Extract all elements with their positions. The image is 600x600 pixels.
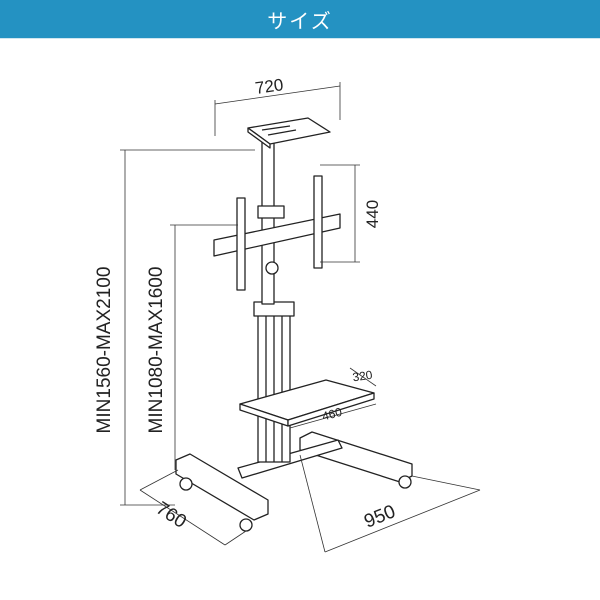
base-left-foot: [175, 453, 269, 521]
pole-upper: [261, 137, 275, 305]
shelf-edge: [287, 392, 375, 427]
wheel: [239, 518, 253, 532]
dimension-lines: [120, 82, 481, 553]
header-bar: サイズ: [0, 0, 600, 39]
top-plate-edge: [247, 127, 271, 149]
dimension-line: [139, 489, 226, 546]
dim-top-plate-width: 720: [254, 75, 285, 98]
dimension-line: [324, 489, 481, 553]
height-knob: [265, 261, 279, 275]
extension-line: [224, 530, 247, 546]
mount-arm-right: [313, 175, 323, 269]
dim-base-depth: 760: [152, 498, 190, 533]
dim-shelf-depth: 320: [352, 368, 374, 385]
base-right-foot: [299, 431, 413, 483]
dimension-line: [349, 367, 377, 387]
wheel: [398, 475, 412, 489]
mount-arm-left: [236, 197, 246, 291]
tv-stand-drawing: [175, 117, 413, 532]
top-plate-slot: [261, 125, 291, 131]
header-title: サイズ: [267, 8, 333, 33]
dimension-line: [289, 403, 377, 429]
wheel: [179, 477, 193, 491]
mount-clamp: [257, 205, 285, 219]
dim-base-width: 950: [361, 501, 398, 532]
dim-mount-center-height: MIN1080-MAX1600: [146, 267, 167, 434]
dim-shelf-width: 460: [320, 405, 343, 424]
extension-line: [139, 469, 179, 491]
dimension-line: [214, 85, 341, 105]
top-plate-slot: [267, 129, 297, 136]
dim-mount-height: 440: [363, 200, 382, 228]
dim-total-height: MIN1560-MAX2100: [94, 267, 115, 434]
extension-line: [411, 475, 481, 491]
extension-line: [299, 454, 326, 553]
